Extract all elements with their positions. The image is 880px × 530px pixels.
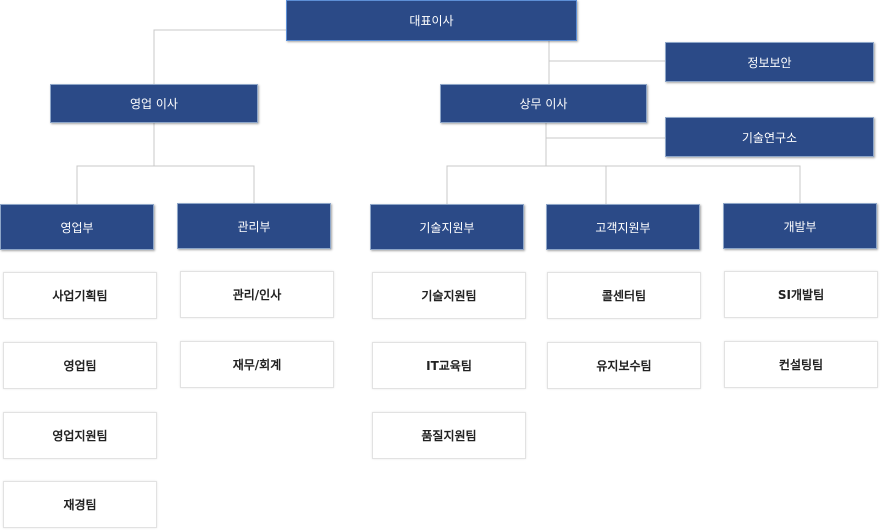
dept-tech-support-box: 기술지원부: [370, 204, 524, 250]
team-box: 영업지원팀: [3, 412, 157, 459]
team-box: 사업기획팀: [3, 272, 157, 319]
team-label: 기술지원팀: [421, 289, 477, 303]
team-box: 콜센터팀: [547, 272, 701, 319]
team-label: 유지보수팀: [596, 359, 652, 373]
dept-admin-box: 관리부: [177, 203, 331, 249]
ceo-label: 대표이사: [409, 14, 454, 28]
managing-director-label: 상무 이사: [519, 97, 568, 111]
team-label: 영업지원팀: [52, 429, 108, 443]
security-box: 정보보안: [665, 42, 874, 82]
team-label: IT교육팀: [426, 359, 472, 373]
security-label: 정보보안: [747, 55, 792, 70]
sales-director-label: 영업 이사: [130, 97, 178, 111]
research-lab-label: 기술연구소: [741, 130, 798, 145]
research-lab-box: 기술연구소: [665, 117, 874, 157]
team-label: 영업팀: [63, 359, 97, 373]
team-label: 품질지원팀: [421, 429, 477, 443]
team-box: 재무/회계: [180, 341, 334, 388]
team-box: 유지보수팀: [547, 342, 701, 389]
sales-director-box: 영업 이사: [50, 84, 258, 123]
ceo-box: 대표이사: [286, 0, 577, 41]
team-box: 기술지원팀: [372, 272, 526, 319]
team-label: 콜센터팀: [601, 289, 647, 303]
team-box: IT교육팀: [372, 342, 526, 389]
team-label: 재경팀: [63, 498, 97, 512]
team-label: 관리/인사: [232, 288, 282, 302]
team-box: 관리/인사: [180, 271, 334, 318]
dept-admin-label: 관리부: [237, 219, 271, 234]
team-box: SI개발팀: [724, 271, 878, 318]
team-box: 컨설팅팀: [724, 341, 878, 388]
dept-development-box: 개발부: [723, 203, 877, 249]
team-label: SI개발팀: [777, 288, 825, 302]
team-box: 재경팀: [3, 481, 157, 528]
team-box: 영업팀: [3, 342, 157, 389]
dept-sales-box: 영업부: [0, 204, 154, 250]
dept-tech-support-label: 기술지원부: [419, 220, 475, 235]
team-label: 사업기획팀: [52, 289, 108, 303]
dept-customer-support-box: 고객지원부: [546, 204, 700, 250]
team-label: 컨설팅팀: [778, 358, 824, 372]
managing-director-box: 상무 이사: [440, 84, 647, 123]
dept-development-label: 개발부: [783, 219, 817, 234]
dept-customer-support-label: 고객지원부: [595, 220, 651, 235]
dept-sales-label: 영업부: [60, 220, 94, 235]
team-label: 재무/회계: [232, 358, 282, 372]
team-box: 품질지원팀: [372, 412, 526, 459]
